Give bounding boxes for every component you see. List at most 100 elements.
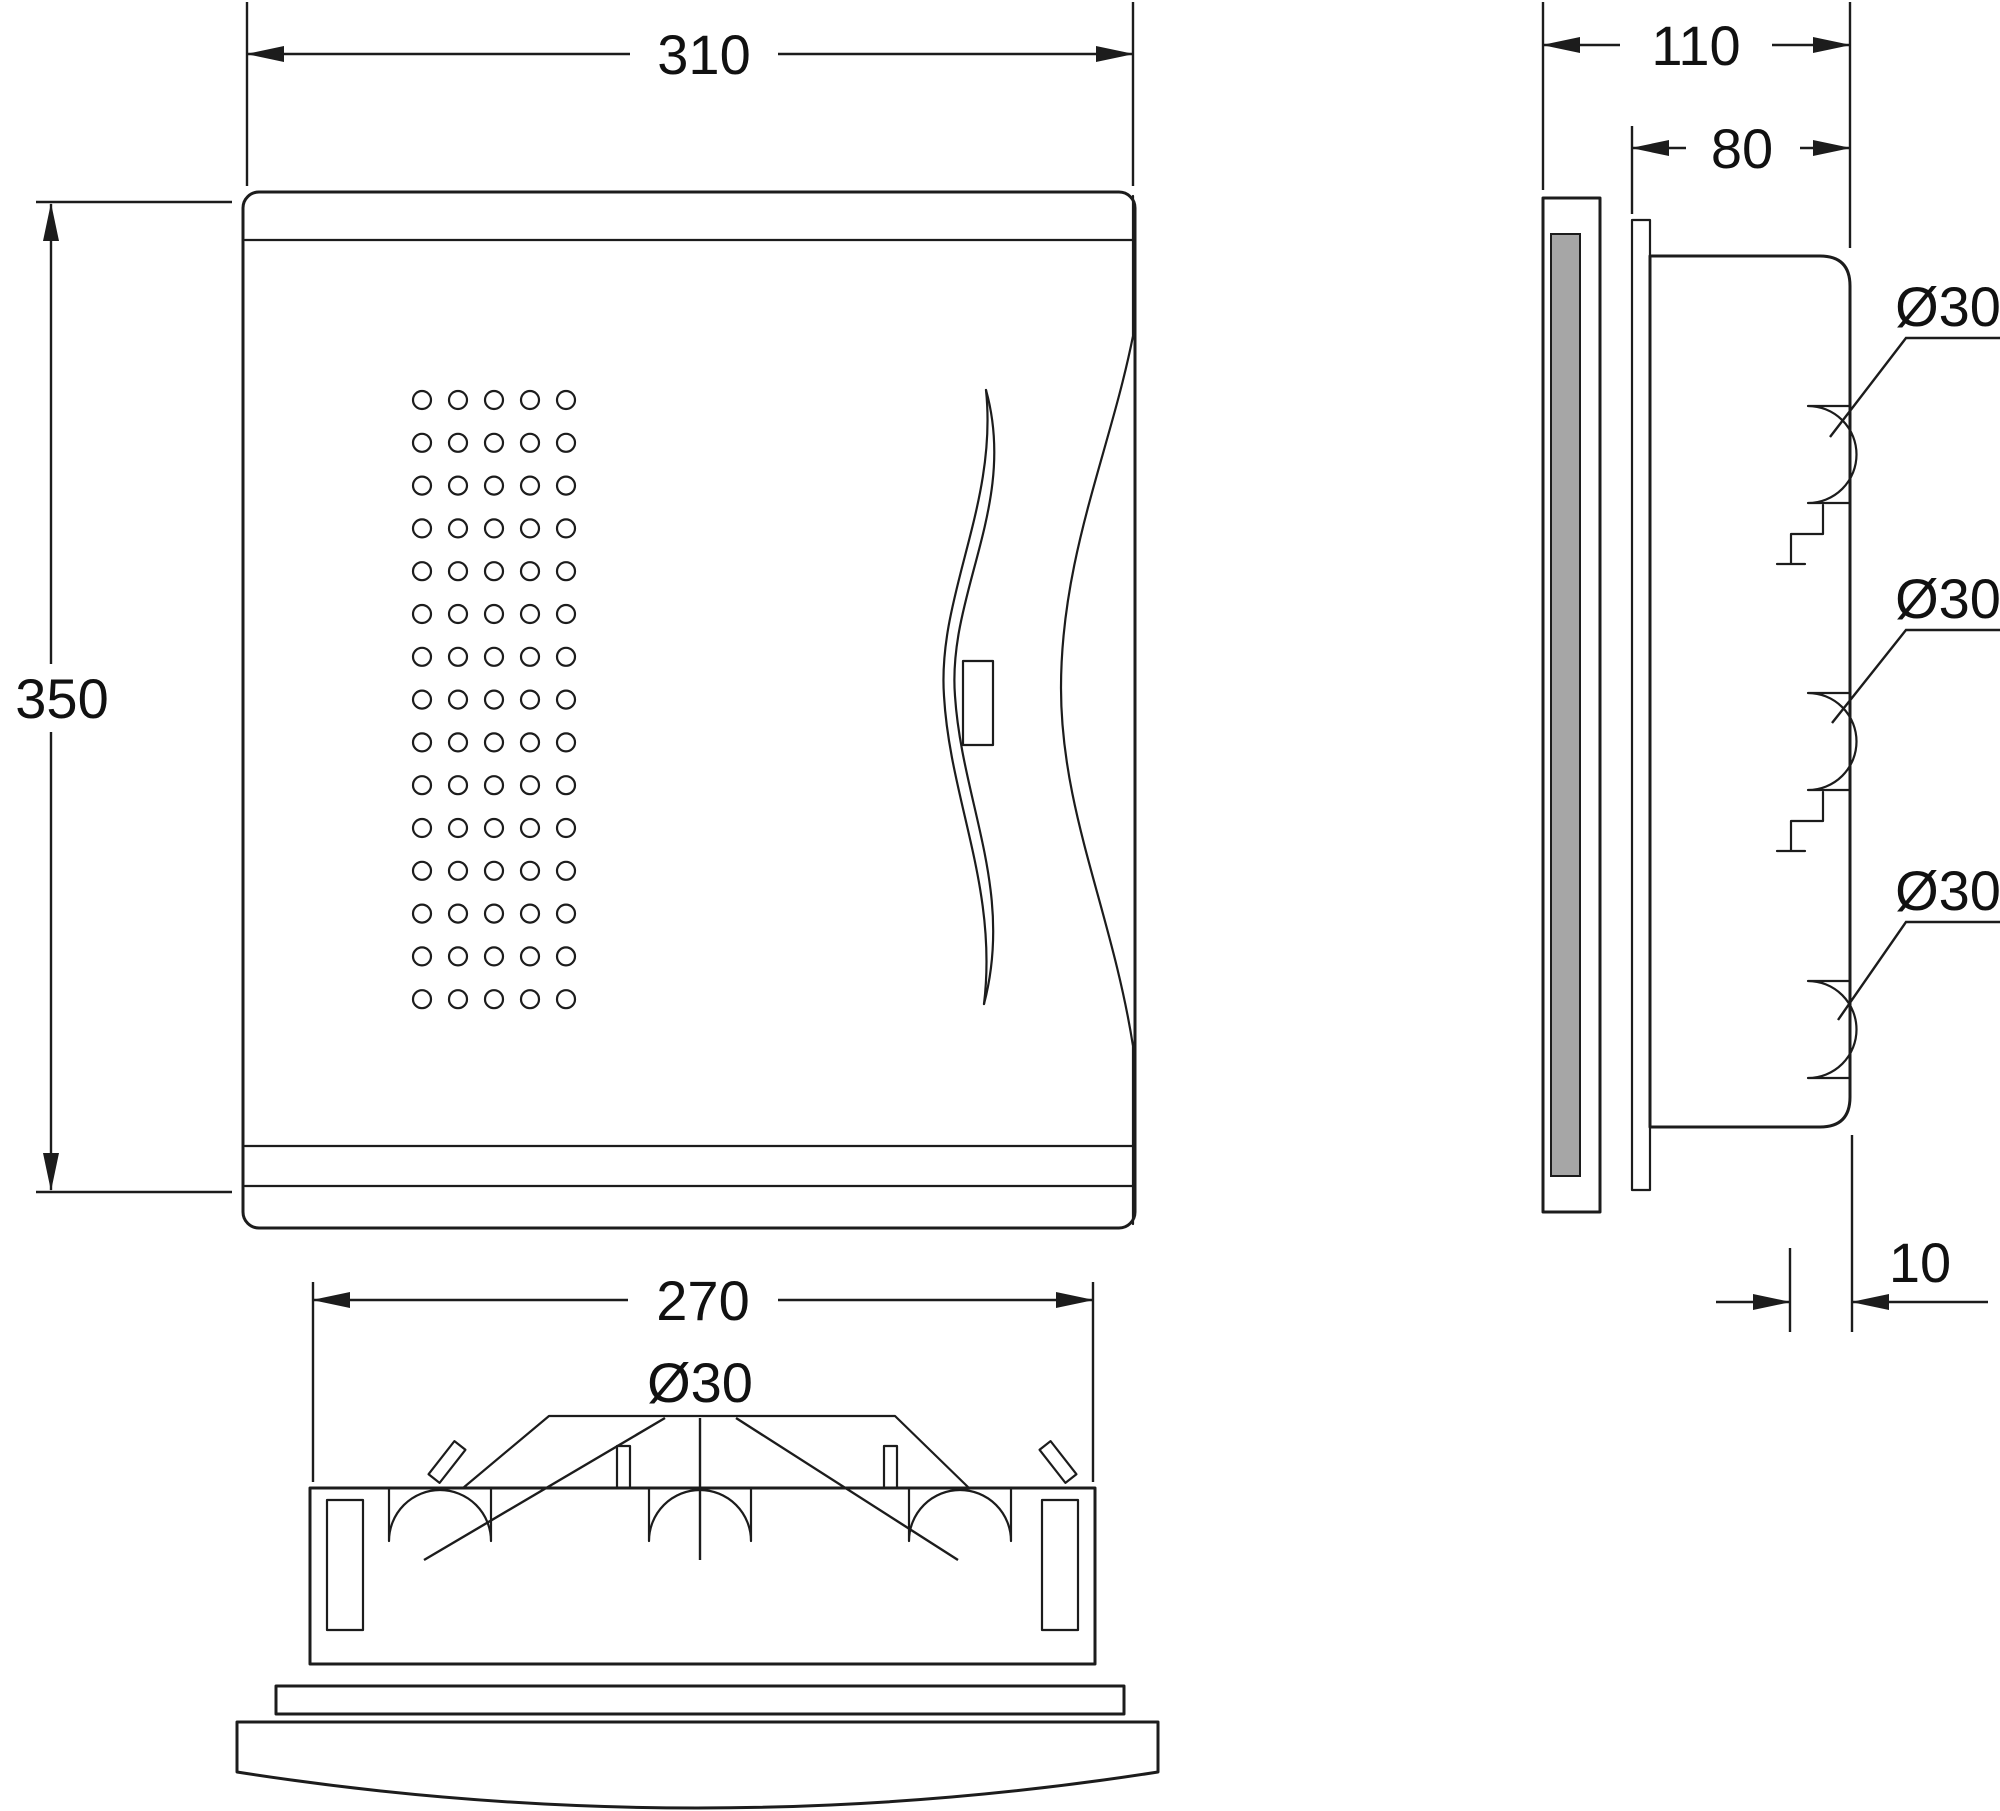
side-back-plate-shading (1550, 233, 1581, 1177)
perforation-hole (411, 646, 433, 667)
perforation-hole (483, 646, 505, 667)
perforation-hole (555, 903, 577, 924)
perforation-hole (447, 689, 469, 710)
label-knockout-2: Ø30 (1895, 567, 2000, 630)
perforation-hole (411, 989, 433, 1010)
dim-80-label: 80 (1711, 117, 1773, 180)
bottom-view (235, 1414, 1160, 1810)
perforation-hole (555, 689, 577, 710)
perforation-hole (555, 432, 577, 453)
perforation-hole (483, 432, 505, 453)
dim-side-flange: 10 (1716, 1135, 1988, 1332)
perforation-hole (483, 389, 505, 411)
perforation-hole (555, 732, 577, 753)
perforation-hole (411, 518, 433, 539)
perforation-hole (519, 989, 541, 1010)
perforation-hole (447, 646, 469, 667)
perforation-hole (555, 646, 577, 667)
perforation-hole (411, 817, 433, 839)
perforation-hole (447, 389, 469, 411)
perforation-hole (519, 561, 541, 582)
bottom-slot-right (1040, 1498, 1080, 1632)
perforation-hole (519, 432, 541, 453)
leader-knockout-1 (1829, 336, 2000, 438)
bottom-knockout-dome-3 (907, 1486, 1013, 1543)
perforation-hole (447, 903, 469, 924)
dim-350-label-bg (6, 664, 122, 732)
bottom-clip-center-left (615, 1444, 632, 1490)
perforation-hole (555, 775, 577, 796)
side-back-plate (1541, 196, 1602, 1214)
dim-side-depth: 110 (1541, 2, 1852, 248)
side-knockout-dome-1 (1806, 404, 1858, 505)
dim-bottom-width: 270 (311, 1266, 1095, 1482)
perforation-hole (519, 775, 541, 796)
bottom-clip-center-right (882, 1444, 899, 1490)
perforation-hole (483, 860, 505, 881)
dim-350-label: 350 (15, 667, 108, 730)
perforation-hole (519, 817, 541, 839)
dim-310-label: 310 (657, 23, 750, 86)
perforation-hole (483, 475, 505, 496)
front-view (241, 190, 1137, 1230)
perforation-hole (519, 860, 541, 881)
perforation-hole (519, 389, 541, 411)
perforation-hole (447, 432, 469, 453)
perforation-hole (519, 903, 541, 924)
perforation-hole (555, 946, 577, 967)
bottom-body-outline (308, 1486, 1097, 1666)
bottom-curved-base (235, 1720, 1160, 1810)
perforation-hole (555, 518, 577, 539)
perforation-hole (483, 561, 505, 582)
door-handle (961, 659, 995, 747)
perforation-hole (411, 946, 433, 967)
side-knockout-dome-2 (1806, 691, 1858, 792)
perforation-hole (519, 518, 541, 539)
perforation-hole (555, 561, 577, 582)
perforation-hole (411, 732, 433, 753)
perforation-hole (447, 817, 469, 839)
dim-270-label: 270 (656, 1269, 749, 1332)
perforation-hole (555, 475, 577, 496)
bottom-clip-angled-left (427, 1440, 467, 1484)
perforation-hole (447, 732, 469, 753)
perforation-hole (483, 775, 505, 796)
perforation-hole (555, 817, 577, 839)
perforation-hole (519, 946, 541, 967)
side-hook-bracket-1 (1775, 503, 1825, 566)
perforation-hole (411, 689, 433, 710)
callout-bottom-knockouts: Ø30 (423, 1351, 959, 1562)
bottom-slot-left (325, 1498, 365, 1632)
perforation-hole (447, 860, 469, 881)
perforation-hole (411, 389, 433, 411)
wave-ornament-outer (953, 388, 996, 1006)
label-knockout-3: Ø30 (1895, 859, 2000, 922)
wave-ornament-inner (942, 388, 989, 1006)
perforation-hole (519, 689, 541, 710)
leader-bottom-knockout-3 (735, 1416, 959, 1562)
perforation-hole (483, 946, 505, 967)
dim-310-label-bg (630, 20, 778, 86)
perforation-hole (411, 432, 433, 453)
perforation-hole (411, 603, 433, 625)
perforation-hole (555, 860, 577, 881)
bottom-knockout-dome-1 (387, 1486, 493, 1543)
bottom-clip-angled-right (1038, 1440, 1078, 1484)
dim-side-box-depth: 80 (1630, 116, 1851, 214)
perforation-hole (483, 518, 505, 539)
perforation-hole (483, 732, 505, 753)
perforation-hole (447, 775, 469, 796)
perforation-hole (483, 817, 505, 839)
leader-knockout-3 (1837, 920, 2000, 1021)
perforation-hole (555, 389, 577, 411)
side-view (1541, 196, 1858, 1214)
side-hook-bracket-2 (1775, 790, 1825, 853)
leader-bottom-knockout-1 (423, 1416, 666, 1562)
dim-front-width: 310 (245, 2, 1135, 186)
perforation-hole (555, 603, 577, 625)
perforation-hole-grid (411, 389, 577, 1010)
perforation-hole (483, 903, 505, 924)
perforation-hole (447, 518, 469, 539)
